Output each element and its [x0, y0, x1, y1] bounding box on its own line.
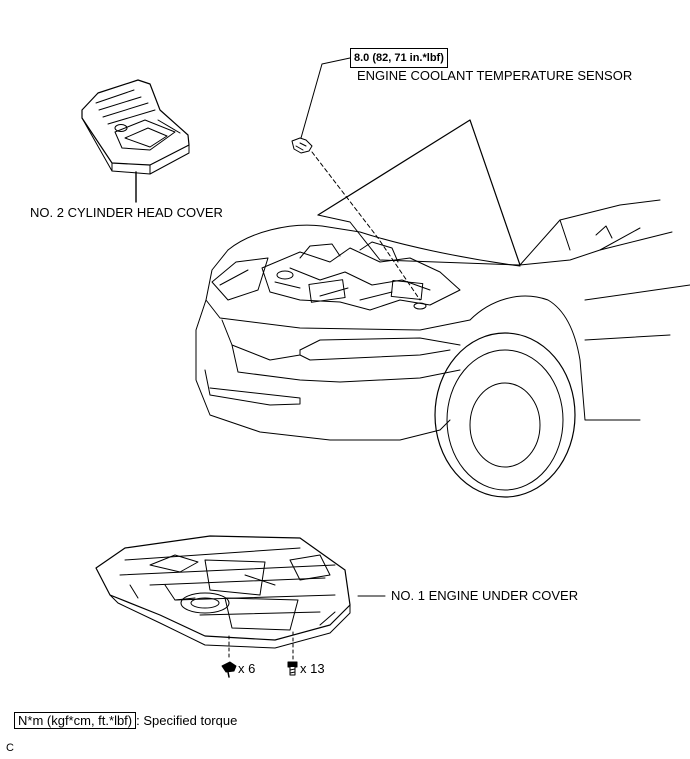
coolant-sensor-illustration — [291, 137, 313, 154]
legend-separator: : — [136, 713, 140, 728]
legend: N*m (kgf*cm, ft.*lbf): Specified torque — [14, 712, 238, 729]
torque-spec-box: 8.0 (82, 71 in.*lbf) — [350, 48, 448, 68]
coolant-sensor-label: ENGINE COOLANT TEMPERATURE SENSOR — [357, 68, 633, 83]
legend-text: Specified torque — [143, 713, 238, 728]
under-cover-illustration — [95, 535, 351, 649]
bolt-quantity: x 13 — [300, 661, 325, 676]
clip-quantity: x 6 — [238, 661, 256, 676]
vehicle-front-illustration — [195, 119, 690, 498]
bolt-icon — [287, 661, 298, 676]
legend-unit-box: N*m (kgf*cm, ft.*lbf) — [14, 712, 137, 729]
cylinder-head-cover-label: NO. 2 CYLINDER HEAD COVER — [30, 205, 223, 220]
clip-icon — [221, 661, 237, 678]
under-cover-label: NO. 1 ENGINE UNDER COVER — [391, 588, 579, 603]
cylinder-head-cover-illustration — [81, 79, 190, 175]
coolant-sensor-leader — [300, 57, 351, 139]
illustration-code: C — [6, 742, 14, 754]
